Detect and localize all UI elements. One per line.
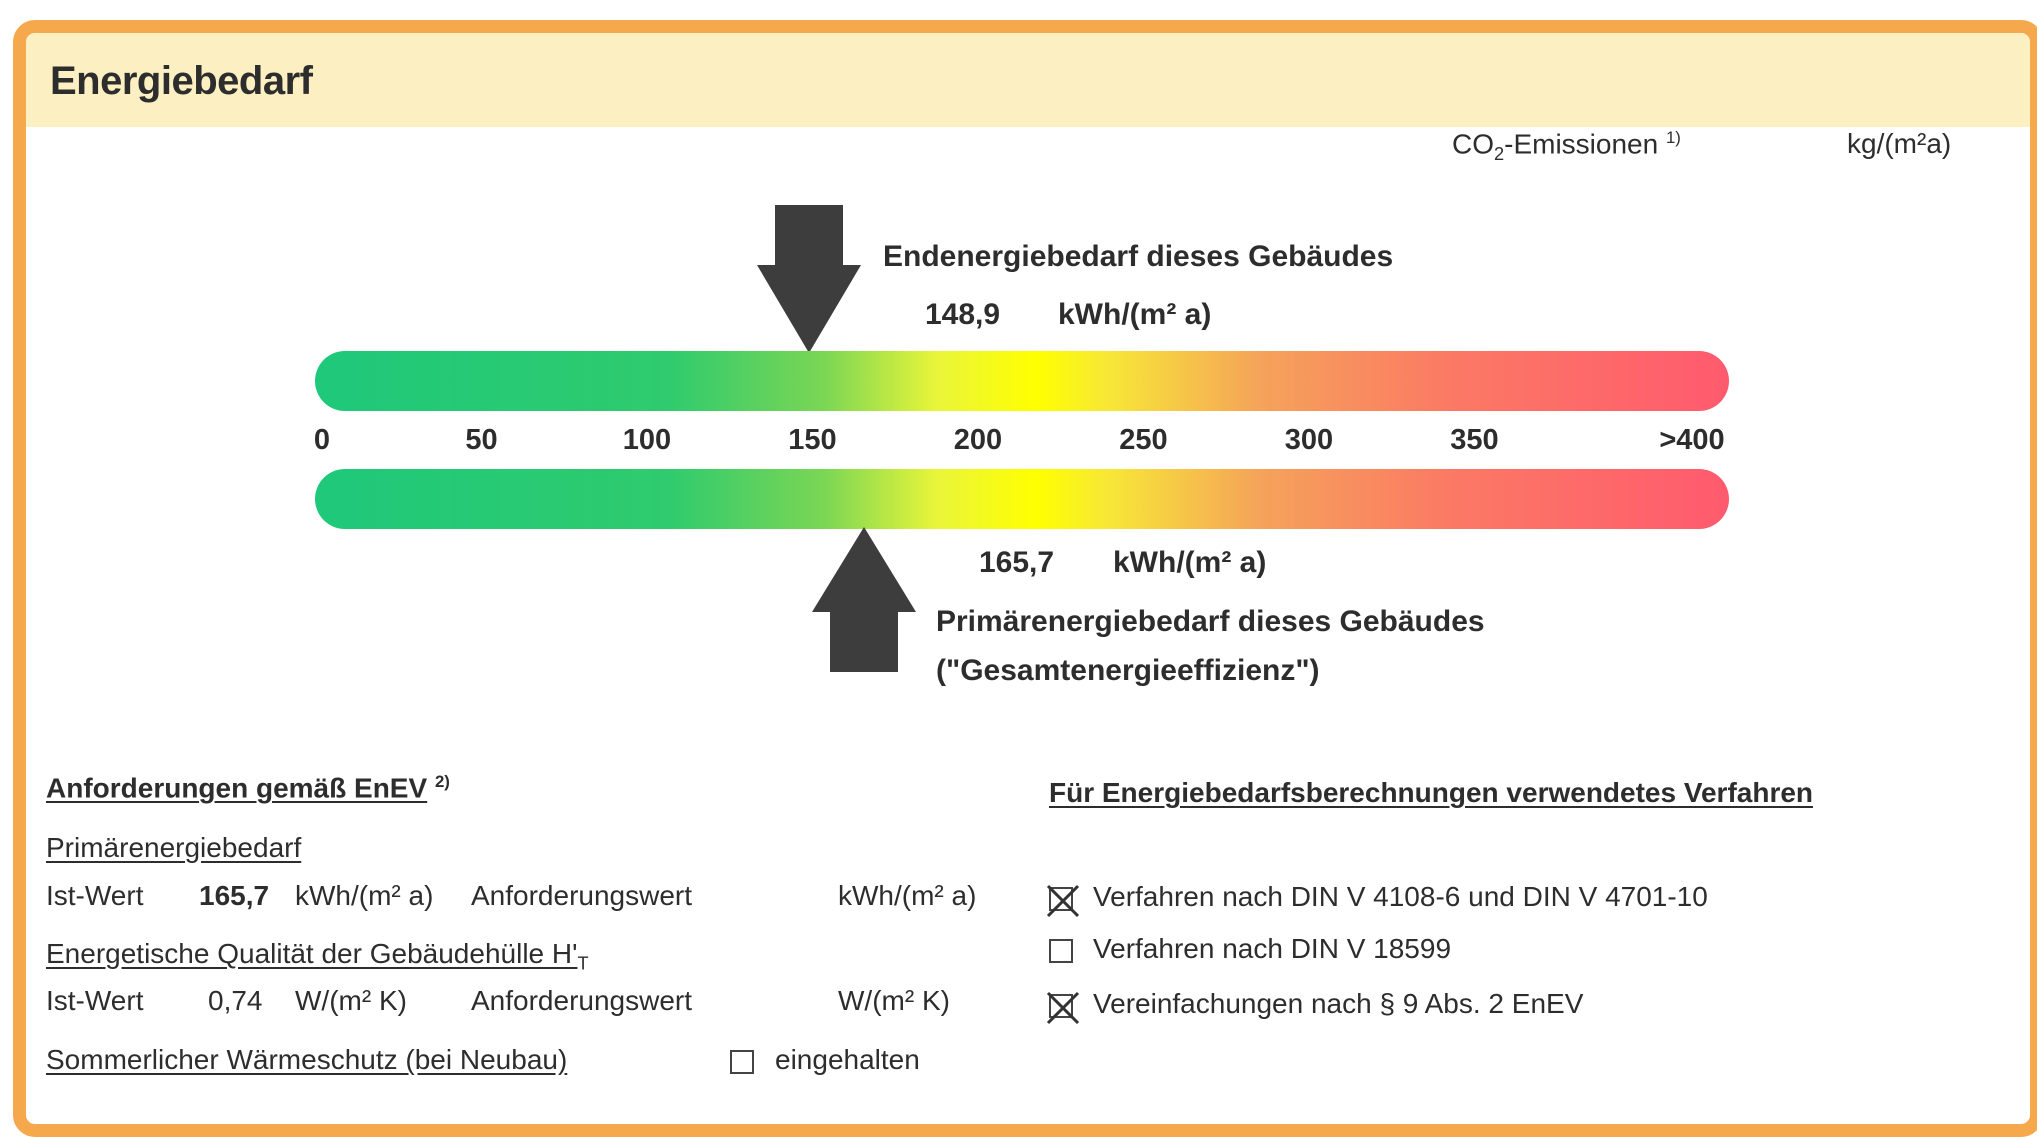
method-checkbox[interactable]: [1046, 884, 1080, 918]
requirements-footnote: 2): [434, 772, 450, 791]
requirements-heading-text: Anforderungen gemäß EnEV: [46, 772, 428, 804]
header-band: Energiebedarf: [26, 33, 2030, 127]
envelope-req-label: Anforderungswert: [471, 985, 693, 1016]
scale-tick-label: 100: [622, 424, 672, 456]
endenergie-label: Endenergiebedarf dieses Gebäudes: [883, 240, 1394, 273]
primaerenergie-label-2: ("Gesamtenergieeffizienz"): [936, 654, 1320, 687]
co2-footnote: 1): [1665, 128, 1681, 147]
envelope-heading-text: Energetische Qualität der Gebäudehülle H…: [46, 938, 578, 969]
primary-req-unit: kWh/(m² a): [838, 880, 977, 911]
co2-label-sub: 2: [1494, 143, 1505, 164]
summer-checkbox-label: eingehalten: [775, 1044, 920, 1075]
co2-label: CO2-Emissionen 1): [1452, 128, 1681, 165]
co2-label-pre: CO: [1452, 128, 1494, 160]
endenergie-value: 148,9: [925, 298, 1001, 331]
method-label: Vereinfachungen nach § 9 Abs. 2 EnEV: [1093, 988, 1584, 1019]
summer-heading: Sommerlicher Wärmeschutz (bei Neubau): [46, 1044, 568, 1075]
page-title: Energiebedarf: [50, 59, 313, 103]
primaerenergie-scale-bar: [315, 469, 1729, 529]
method-label: Verfahren nach DIN V 18599: [1093, 933, 1452, 964]
method-checkbox[interactable]: [1049, 939, 1073, 963]
method-label: Verfahren nach DIN V 4108-6 und DIN V 47…: [1093, 881, 1708, 912]
scale-tick-label: 250: [1119, 424, 1168, 456]
endenergie-scale-bar: [315, 351, 1729, 411]
scale-tick-label: 50: [465, 424, 498, 456]
primary-ist-label: Ist-Wert: [46, 880, 144, 911]
endenergie-arrow-icon: [756, 205, 861, 353]
scale-tick-label: 200: [953, 424, 1003, 456]
primaerenergie-arrow-icon: [812, 527, 917, 672]
co2-label-post: -Emissionen: [1504, 128, 1659, 160]
primary-heading: Primärenergiebedarf: [46, 832, 302, 863]
envelope-req-unit: W/(m² K): [838, 985, 950, 1016]
primaerenergie-value: 165,7: [979, 546, 1055, 579]
envelope-heading: Energetische Qualität der Gebäudehülle H…: [46, 938, 589, 975]
envelope-ist-label: Ist-Wert: [46, 985, 144, 1016]
primaerenergie-label: Primärenergiebedarf dieses Gebäudes: [936, 605, 1485, 638]
scale-tick-label: 150: [788, 424, 837, 456]
primary-ist-value: 165,7: [199, 880, 270, 911]
primary-req-label: Anforderungswert: [471, 880, 693, 911]
primaerenergie-unit: kWh/(m² a): [1113, 546, 1267, 579]
requirements-heading: Anforderungen gemäß EnEV 2): [46, 772, 450, 804]
scale-tick-label: >400: [1659, 424, 1725, 456]
scale-tick-label: 0: [313, 424, 331, 456]
envelope-ist-value: 0,74: [208, 985, 263, 1016]
co2-unit: kg/(m²a): [1847, 128, 1952, 159]
envelope-ist-unit: W/(m² K): [295, 985, 407, 1016]
scale-tick-label: 300: [1284, 424, 1334, 456]
methods-heading: Für Energiebedarfsberechnungen verwendet…: [1049, 777, 1814, 808]
energy-certificate-panel: Energiebedarf: [13, 20, 2037, 1137]
summer-checkbox[interactable]: [730, 1050, 754, 1074]
envelope-heading-sub: T: [577, 953, 589, 974]
endenergie-unit: kWh/(m² a): [1058, 298, 1212, 331]
scale-tick-label: 350: [1450, 424, 1499, 456]
method-checkbox[interactable]: [1046, 991, 1080, 1025]
primary-ist-unit: kWh/(m² a): [295, 880, 434, 911]
